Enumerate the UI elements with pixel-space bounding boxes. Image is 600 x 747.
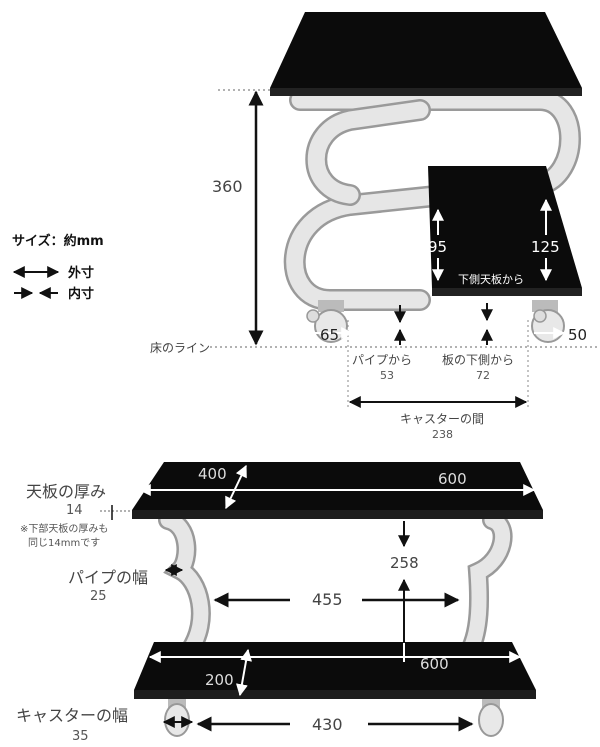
thickness-note-2: 同じ14mmです bbox=[28, 537, 100, 549]
pipe-width-value: 25 bbox=[90, 589, 107, 604]
from-board-value: 72 bbox=[476, 369, 490, 382]
legend-size-label: サイズ：約mm bbox=[12, 233, 104, 249]
front-view: 400 600 天板の厚み 14 ※下部天板の厚みも 同じ14mmです 258 … bbox=[16, 462, 543, 744]
bottom-depth-value: 200 bbox=[205, 671, 234, 689]
caster-gap-label: キャスターの間 bbox=[400, 412, 484, 426]
caster-gap-value: 238 bbox=[432, 428, 453, 441]
front-caster-left bbox=[164, 699, 190, 737]
from-board-label: 板の下側から bbox=[442, 353, 514, 367]
front-top-board bbox=[132, 462, 543, 510]
side-pipe-upper-loop-inner bbox=[307, 101, 429, 204]
lower-shelf-label: 下側天板から bbox=[458, 272, 524, 286]
front-bottom-board-edge bbox=[134, 690, 536, 699]
thickness-value: 14 bbox=[66, 503, 83, 518]
side-top-board bbox=[270, 12, 582, 88]
from-pipe-label: パイプから bbox=[352, 353, 412, 367]
left-clearance-value: 95 bbox=[428, 238, 447, 256]
side-top-board-edge bbox=[270, 88, 582, 96]
floor-line-label: 床のライン bbox=[150, 341, 210, 355]
top-depth-value: 400 bbox=[198, 465, 227, 483]
inner-width-value: 455 bbox=[312, 590, 343, 609]
right-clearance-value: 125 bbox=[531, 238, 560, 256]
front-bottom-board bbox=[134, 642, 536, 690]
shelf-gap-value: 258 bbox=[390, 554, 419, 572]
bottom-width-value: 600 bbox=[420, 655, 449, 673]
caster-span-value: 430 bbox=[312, 715, 343, 734]
caster-left-value: 65 bbox=[320, 326, 339, 344]
side-lower-board-edge bbox=[432, 288, 582, 296]
legend: サイズ：約mm 外寸 内寸 bbox=[12, 233, 104, 302]
top-width-value: 600 bbox=[438, 470, 467, 488]
front-top-board-edge bbox=[132, 510, 543, 519]
caster-width-value: 35 bbox=[72, 729, 89, 744]
front-caster-right bbox=[478, 699, 504, 737]
caster-right-value: 50 bbox=[568, 326, 587, 344]
from-pipe-value: 53 bbox=[380, 369, 394, 382]
height-value: 360 bbox=[212, 177, 243, 196]
thickness-label: 天板の厚み bbox=[26, 482, 106, 501]
pipe-width-label: パイプの幅 bbox=[68, 568, 148, 587]
bottom-depth-arrow bbox=[235, 648, 253, 697]
side-view: 360 95 125 下側天板から 65 50 床のライン パイプから 53 板… bbox=[150, 12, 598, 441]
legend-outer-label: 外寸 bbox=[67, 265, 94, 281]
front-pipe-right-inner bbox=[462, 512, 511, 658]
side-lower-board bbox=[428, 166, 582, 288]
thickness-note-1: ※下部天板の厚みも bbox=[20, 522, 108, 535]
caster-width-label: キャスターの幅 bbox=[16, 706, 128, 725]
caster-right bbox=[531, 300, 565, 343]
legend-inner-label: 内寸 bbox=[68, 286, 94, 302]
